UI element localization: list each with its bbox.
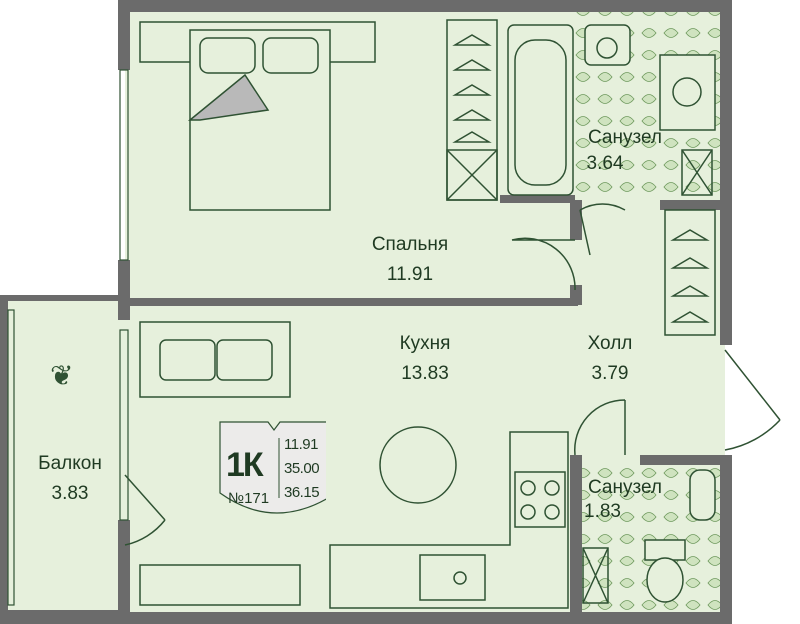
total-area: 35.00	[284, 460, 320, 477]
room-area: 13.83	[401, 363, 449, 384]
bed	[139, 21, 376, 211]
room-label-hall: Холл 3.79	[550, 333, 670, 385]
plant-icon: ❦	[50, 360, 73, 391]
room-area: 3.83	[51, 483, 89, 504]
room-area: 3.64	[586, 153, 624, 174]
room-name: Санузел	[587, 477, 662, 498]
room-label-bedroom: Спальня 11.91	[350, 234, 470, 286]
hanger-icons	[452, 34, 710, 323]
apartment-type: 1К	[226, 446, 264, 484]
total-area-with-balcony: 36.15	[284, 484, 320, 501]
room-area: 1.83	[584, 501, 621, 522]
room-name: Спальня	[371, 234, 449, 255]
apartment-info-badge: 1К №171 11.91 35.00 36.15	[216, 418, 326, 518]
kitchen-furniture	[139, 321, 569, 609]
room-name: Балкон	[38, 453, 102, 474]
room-name: Санузел	[587, 127, 662, 148]
windows	[7, 69, 129, 606]
room-name: Кухня	[399, 333, 451, 354]
walls	[0, 0, 732, 624]
doors	[124, 203, 781, 546]
living-area: 11.91	[284, 436, 318, 453]
room-area: 3.79	[591, 363, 629, 384]
room-name: Холл	[587, 333, 633, 354]
room-label-kitchen: Кухня 13.83	[365, 333, 485, 385]
room-area: 11.91	[386, 264, 434, 285]
bathroom-fixtures	[507, 24, 716, 603]
apartment-number: №171	[228, 490, 270, 507]
balcony-floor	[5, 300, 125, 615]
room-label-balcony: Балкон 3.83	[10, 453, 130, 505]
room-label-bathroom-1: Санузел 3.64	[565, 127, 685, 175]
room-label-bathroom-2: Санузел 1.83	[565, 477, 685, 523]
wardrobe	[446, 19, 716, 604]
